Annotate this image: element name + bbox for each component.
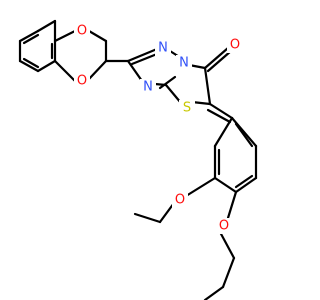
bond-38 xyxy=(234,122,254,148)
bond-13 xyxy=(87,59,108,81)
bond-19 xyxy=(126,59,144,83)
atom-bg-o-dioxin-top xyxy=(74,23,90,39)
bond-14 xyxy=(53,59,77,83)
bond-41 xyxy=(133,212,162,224)
atom-o-propoxy: O xyxy=(219,219,229,234)
bond-40 xyxy=(158,201,176,224)
atom-bg-o-dioxin-bottom xyxy=(74,73,90,89)
bond-37 xyxy=(234,174,254,189)
bond-10 xyxy=(53,29,77,43)
atom-n-triazole-left: N xyxy=(143,80,153,95)
atom-o-carbonyl: O xyxy=(230,38,240,53)
bond-17 xyxy=(130,52,159,66)
atom-bg-o-carbonyl xyxy=(227,37,243,53)
bond-29 xyxy=(206,108,232,124)
bond-25 xyxy=(203,66,212,106)
atom-o-dioxin-top: O xyxy=(77,24,87,39)
bond-43 xyxy=(218,230,236,260)
atom-o-ethoxy: O xyxy=(175,193,185,208)
bond-42 xyxy=(226,190,238,220)
atom-s-thiazole: S xyxy=(183,101,191,116)
bond-21 xyxy=(158,75,177,90)
bond-4 xyxy=(18,59,40,73)
atom-bg-o-propoxy xyxy=(216,218,232,234)
atom-bg-o-ethoxy xyxy=(172,192,188,208)
bond-27 xyxy=(206,49,233,73)
atom-label-layer: O O O O O N N N S xyxy=(74,23,243,234)
bond-32 xyxy=(213,176,238,194)
atom-n-triazole-bridge: N xyxy=(179,56,189,71)
atom-o-dioxin-bottom: O xyxy=(77,74,87,89)
atom-bg-s-thiazole xyxy=(179,100,195,116)
atom-n-triazole-top: N xyxy=(158,41,168,56)
bond-23 xyxy=(164,83,183,105)
bond-30 xyxy=(213,116,234,148)
atom-bg-n-triazole-top xyxy=(155,40,171,56)
bond-7 xyxy=(22,33,40,45)
molecule-structure: O O O O O N N N S xyxy=(18,19,258,300)
bond-44 xyxy=(221,256,236,289)
atom-bg-n-triazole-bridge xyxy=(176,55,192,71)
bond-39 xyxy=(184,176,217,198)
bond-26 xyxy=(203,46,230,70)
bond-0 xyxy=(36,19,57,33)
bond-3 xyxy=(36,59,57,73)
bond-33 xyxy=(234,176,258,194)
bond-28 xyxy=(208,102,234,120)
bond-6 xyxy=(18,29,40,43)
bond-35 xyxy=(230,116,258,148)
atom-bg-n-triazole-left xyxy=(140,79,156,95)
bond-8 xyxy=(22,57,40,69)
bond-11 xyxy=(87,29,108,43)
bond-layer xyxy=(18,19,258,300)
bond-45 xyxy=(203,285,225,300)
bond-16 xyxy=(126,47,159,63)
